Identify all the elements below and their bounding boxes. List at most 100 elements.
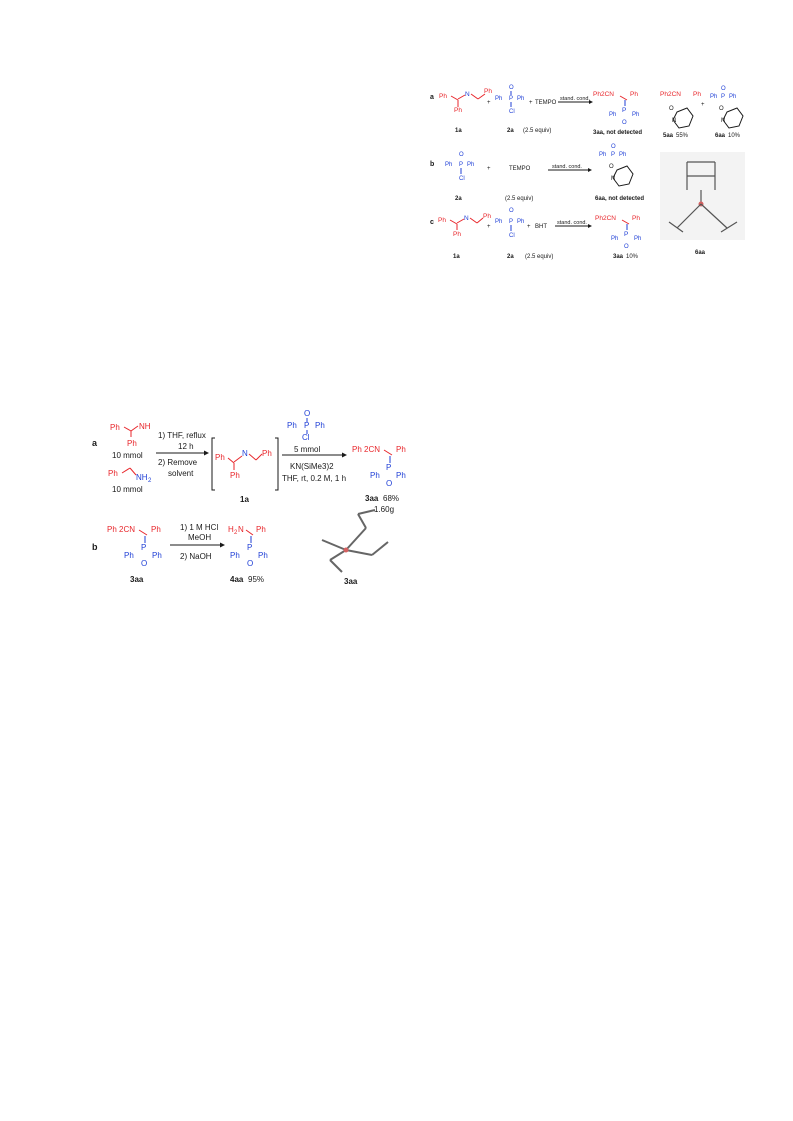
- row-c-bht: BHT: [535, 224, 547, 230]
- svg-text:O: O: [386, 479, 392, 488]
- svg-text:Ph: Ph: [152, 551, 162, 560]
- svg-text:Ph: Ph: [710, 94, 717, 100]
- svg-text:2CN: 2CN: [119, 525, 135, 534]
- crystal-6aa-label: 6aa: [695, 250, 706, 256]
- svg-text:Cl: Cl: [302, 433, 310, 442]
- row-a-5aa-yield: 55%: [676, 133, 689, 139]
- step2-line1: 2) Remove: [158, 458, 198, 467]
- base: KN(SiMe3)2: [290, 462, 334, 471]
- svg-text:Ph: Ph: [593, 91, 601, 98]
- svg-text:NH: NH: [136, 473, 148, 482]
- row-b-product: 6aa, not detected: [595, 196, 644, 202]
- svg-text:Ph: Ph: [396, 471, 406, 480]
- svg-text:2: 2: [148, 478, 152, 484]
- row-a-6aa-name: 6aa: [715, 133, 726, 139]
- svg-text:Ph: Ph: [483, 213, 491, 220]
- bottom-row-a-label: a: [92, 438, 98, 448]
- svg-text:Ph: Ph: [599, 152, 606, 158]
- svg-text:Ph: Ph: [230, 551, 240, 560]
- crystal-3aa-label: 3aa: [344, 577, 358, 586]
- chloride-2a: O Ph P Ph Cl: [495, 85, 524, 115]
- intermediate-name: 1a: [240, 495, 249, 504]
- row-a-equiv: (2.5 equiv): [523, 128, 551, 134]
- svg-text:Ph: Ph: [124, 551, 134, 560]
- svg-text:Ph: Ph: [467, 162, 474, 168]
- svg-text:N: N: [611, 176, 615, 182]
- svg-text:NH: NH: [139, 422, 151, 431]
- row-b-step1-line2: MeOH: [188, 533, 211, 542]
- row-c-chloride-2a: O Ph P Ph Cl: [495, 208, 524, 239]
- svg-text:2: 2: [234, 530, 238, 536]
- svg-text:2CN: 2CN: [668, 91, 681, 98]
- svg-text:+: +: [487, 100, 491, 106]
- amine-amount: 10 mmol: [112, 485, 143, 494]
- svg-text:Ph: Ph: [454, 107, 462, 114]
- svg-text:O: O: [624, 244, 629, 250]
- row-c-conditions: stand. cond.: [557, 220, 587, 226]
- svg-text:P: P: [247, 543, 252, 552]
- svg-text:Ph: Ph: [258, 551, 268, 560]
- svg-text:P: P: [509, 96, 513, 102]
- intermediate-1a: Ph Ph N Ph: [215, 449, 272, 480]
- bottom-row-b-label: b: [92, 542, 98, 552]
- svg-text:N: N: [238, 525, 244, 534]
- imine-amount: 10 mmol: [112, 451, 143, 460]
- row-b-conditions: stand. cond.: [552, 164, 582, 170]
- synthesis-scheme: a Ph NH Ph 10 mmol Ph NH 2 10 mmol 1) TH…: [92, 409, 406, 586]
- svg-text:Ph: Ph: [315, 421, 325, 430]
- svg-text:Ph: Ph: [352, 445, 362, 454]
- row-a-5aa-name: 5aa: [663, 133, 674, 139]
- svg-text:Ph: Ph: [517, 219, 524, 225]
- svg-text:2CN: 2CN: [603, 215, 616, 222]
- svg-text:P: P: [622, 107, 626, 114]
- svg-text:Ph: Ph: [453, 231, 461, 238]
- benzylamine: Ph NH 2: [108, 467, 152, 484]
- step1-line2: 12 h: [178, 442, 194, 451]
- product-3aa-mass: 1.60g: [374, 505, 394, 514]
- svg-text:N: N: [672, 118, 676, 124]
- svg-text:Cl: Cl: [459, 176, 465, 182]
- svg-text:Ph: Ph: [438, 217, 446, 224]
- svg-text:O: O: [609, 164, 614, 170]
- svg-text:O: O: [459, 152, 464, 158]
- row-b-chloride-2a: O Ph P Ph Cl: [445, 152, 474, 182]
- svg-text:Ph: Ph: [256, 525, 266, 534]
- crystal-structure-6aa: [660, 152, 745, 240]
- svg-text:Ph: Ph: [439, 93, 447, 100]
- row-c-imine-name: 1a: [453, 254, 460, 260]
- svg-text:O: O: [622, 120, 627, 126]
- row-c-equiv: (2.5 equiv): [525, 254, 553, 260]
- svg-text:Ph: Ph: [108, 469, 118, 478]
- svg-text:P: P: [509, 219, 513, 225]
- row-a-product-6aa: O Ph P Ph O N: [710, 86, 744, 129]
- product-3aa-name: 3aa: [365, 494, 379, 503]
- svg-text:+: +: [529, 100, 533, 106]
- svg-text:2CN: 2CN: [364, 445, 380, 454]
- synthesis-figure: a Ph NH Ph 10 mmol Ph NH 2 10 mmol 1) TH…: [90, 409, 420, 590]
- svg-text:O: O: [721, 86, 726, 92]
- svg-text:H: H: [228, 525, 234, 534]
- svg-text:Ph: Ph: [630, 91, 638, 98]
- product-4aa-name: 4aa: [230, 575, 244, 584]
- svg-text:Ph: Ph: [127, 439, 137, 448]
- svg-text:Ph: Ph: [693, 91, 701, 98]
- svg-text:Ph: Ph: [230, 471, 240, 480]
- product-3aa-yield: 68%: [383, 494, 399, 503]
- svg-text:O: O: [304, 410, 310, 418]
- row-a-label: a: [430, 94, 434, 101]
- row-c-label: c: [430, 219, 434, 226]
- svg-text:O: O: [509, 208, 514, 214]
- svg-text:P: P: [141, 543, 146, 552]
- svg-text:Ph: Ph: [287, 421, 297, 430]
- row-a-conditions: stand. cond.: [560, 96, 590, 102]
- svg-text:N: N: [465, 91, 470, 98]
- svg-text:P: P: [386, 463, 391, 472]
- svg-text:Cl: Cl: [509, 109, 515, 115]
- svg-text:Ph: Ph: [729, 94, 736, 100]
- svg-text:P: P: [721, 94, 725, 100]
- svg-text:Ph: Ph: [151, 525, 161, 534]
- row-a-product-5aa: Ph 2CN Ph O N: [660, 91, 701, 129]
- row-a-product1: 3aa, not detected: [593, 130, 642, 136]
- mechanism-figure: a Ph Ph N Ph 1a + O Ph P Ph Cl 2a (2.5 e…: [425, 82, 755, 262]
- svg-text:Ph: Ph: [611, 236, 618, 242]
